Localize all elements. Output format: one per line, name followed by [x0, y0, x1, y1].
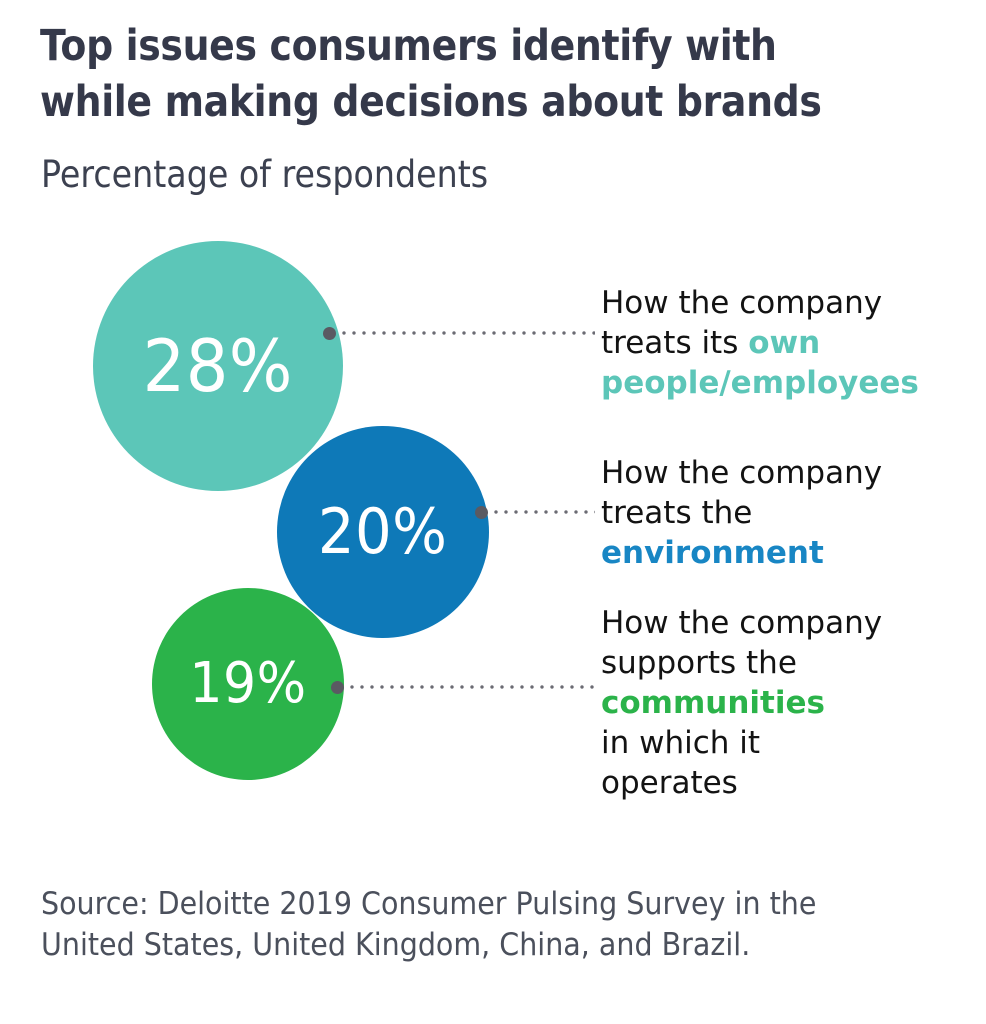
source-note-line-2: United States, United Kingdom, China, an…	[41, 927, 751, 963]
bubble-value-label: 28%	[142, 324, 294, 408]
callout-text: operates	[601, 765, 738, 801]
leader-line-communities	[331, 680, 595, 694]
dotted-line-icon	[491, 510, 595, 514]
dotted-line-icon	[339, 331, 595, 335]
bubble-value-label: 20%	[318, 495, 448, 568]
page-title-line-1: Top issues consumers identify with	[40, 21, 777, 71]
page-title-line-2: while making decisions about brands	[40, 77, 822, 127]
callout-line: communities	[601, 683, 973, 723]
callout-highlight-text: own	[748, 325, 821, 361]
callout-text: treats its	[601, 325, 749, 361]
bubble-value-label: 19%	[189, 651, 307, 716]
leader-dot-icon	[475, 505, 488, 519]
callout-highlight-text: communities	[601, 685, 825, 721]
leader-line-environment	[475, 505, 595, 519]
callout-line: environment	[601, 533, 973, 573]
callout-line: supports the	[601, 643, 973, 683]
page-title: Top issues consumers identify with while…	[40, 18, 822, 130]
dotted-line-icon	[347, 685, 595, 689]
callout-text: treats the	[601, 495, 753, 531]
callout-text: supports the	[601, 645, 797, 681]
leader-dot-icon	[331, 680, 344, 694]
callout-environment: How the company treats the environment	[601, 453, 973, 573]
callout-text: How the company	[601, 605, 883, 641]
callout-line: How the company	[601, 283, 973, 323]
callout-line: people/employees	[601, 363, 973, 403]
source-note-line-1: Source: Deloitte 2019 Consumer Pulsing S…	[41, 886, 817, 922]
callout-text: How the company	[601, 455, 883, 491]
callout-line: in which it	[601, 723, 973, 763]
callout-text: How the company	[601, 285, 883, 321]
bubble-communities[interactable]: 19%	[152, 588, 344, 780]
leader-dot-icon	[323, 326, 336, 340]
bubble-own-people[interactable]: 28%	[93, 241, 343, 491]
callout-line: How the company	[601, 453, 973, 493]
callout-communities: How the company supports the communities in…	[601, 603, 973, 803]
callout-line: treats its own	[601, 323, 973, 363]
page-subtitle: Percentage of respondents	[41, 153, 489, 196]
bubble-environment[interactable]: 20%	[277, 426, 489, 638]
source-note: Source: Deloitte 2019 Consumer Pulsing S…	[41, 884, 869, 966]
callout-text: in which it	[601, 725, 761, 761]
leader-line-own-people	[323, 326, 595, 340]
callout-highlight-text: environment	[601, 535, 824, 571]
callout-highlight-text: people/employees	[601, 365, 919, 401]
callout-line: How the company	[601, 603, 973, 643]
callout-line: treats the	[601, 493, 973, 533]
callout-line: operates	[601, 763, 973, 803]
